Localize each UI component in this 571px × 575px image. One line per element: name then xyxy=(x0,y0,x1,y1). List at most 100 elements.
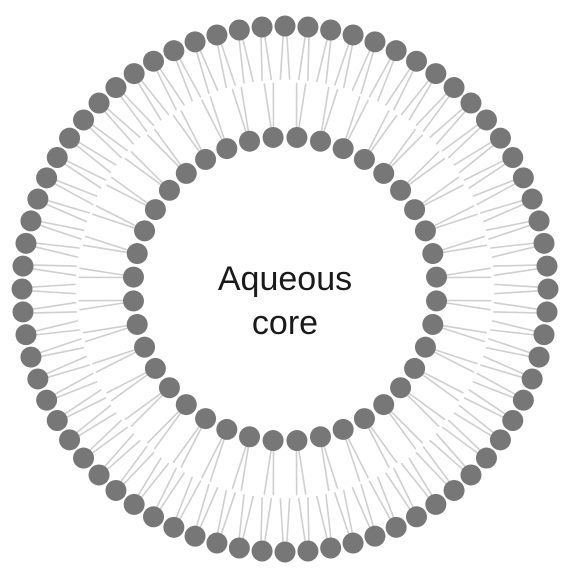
lipid-tail xyxy=(124,392,162,421)
lipid-tail xyxy=(175,476,193,518)
lipid-head xyxy=(414,336,436,358)
lipid-head xyxy=(27,188,49,210)
lipid-head xyxy=(390,179,412,201)
lipid-tail xyxy=(406,394,440,427)
lipid-tail xyxy=(66,160,107,181)
lipid-tail xyxy=(35,246,79,258)
lipid-head xyxy=(342,24,364,46)
lipid-head xyxy=(122,266,144,288)
lipid-tail xyxy=(400,80,430,116)
lipid-tail xyxy=(89,127,123,159)
lipid-tail xyxy=(479,364,523,378)
lipid-head xyxy=(373,162,395,184)
lipid-head xyxy=(126,313,148,335)
lipid-tail xyxy=(345,96,361,140)
aqueous-core-label-line2: core xyxy=(251,304,319,342)
lipid-head xyxy=(297,16,319,38)
lipid-head xyxy=(404,199,426,221)
lipid-tail xyxy=(260,36,263,82)
lipid-tail xyxy=(56,381,98,399)
lipid-tail xyxy=(485,220,530,231)
lipid-tail xyxy=(406,151,440,184)
lipid-head xyxy=(286,430,308,452)
lipid-head xyxy=(536,301,558,323)
lipid-tail xyxy=(95,351,137,373)
lipid-tail xyxy=(130,394,164,427)
lipid-tail xyxy=(377,60,395,102)
lipid-tail xyxy=(442,244,488,254)
lipid-head xyxy=(406,506,427,528)
lipid-tail xyxy=(297,497,306,542)
lipid-head xyxy=(11,278,33,300)
lipid-head xyxy=(46,410,68,431)
lipid-head xyxy=(320,19,342,41)
lipid-tail xyxy=(32,301,77,310)
lipid-tail xyxy=(264,497,273,542)
lipid-head xyxy=(320,537,342,559)
lipid-head xyxy=(353,408,375,430)
lipid-tail xyxy=(47,364,91,378)
lipid-head xyxy=(239,426,261,448)
lipid-tail xyxy=(388,412,417,450)
lipid-tail xyxy=(123,93,155,127)
lipid-tail xyxy=(390,134,423,168)
lipid-tail xyxy=(175,60,193,102)
lipid-tail xyxy=(368,480,391,520)
lipid-tail xyxy=(263,83,272,128)
lipid-tail xyxy=(46,203,87,223)
lipid-tail xyxy=(32,264,78,267)
lipid-tail xyxy=(199,487,219,528)
lipid-head xyxy=(422,243,444,265)
lipid-head xyxy=(533,232,555,254)
lipid-head xyxy=(184,525,206,547)
lipid-tail xyxy=(434,213,478,229)
lipid-head xyxy=(385,40,407,62)
lipid-tail xyxy=(172,114,200,152)
lipid-tail xyxy=(422,446,450,482)
lipid-head xyxy=(528,346,550,368)
lipid-tail xyxy=(370,426,398,464)
lipid-tail xyxy=(476,183,516,206)
lipid-tail xyxy=(351,487,371,528)
lipid-head xyxy=(36,167,58,189)
lipid-tail xyxy=(320,86,330,132)
lipid-tail xyxy=(442,324,488,334)
lipid-tail xyxy=(201,437,223,479)
lipid-tail xyxy=(240,86,250,132)
lipid-tail xyxy=(423,372,464,394)
lipid-head xyxy=(297,540,319,562)
lipid-tail xyxy=(286,35,291,80)
lipid-head xyxy=(27,368,49,390)
lipid-tail xyxy=(46,355,87,375)
lipid-tail xyxy=(31,283,76,288)
lipid-tail xyxy=(368,110,390,151)
lipid-head xyxy=(123,493,145,515)
lipid-tail xyxy=(47,200,91,214)
lipid-head xyxy=(12,301,34,323)
lipid-tail xyxy=(120,446,148,482)
lipid-tail xyxy=(483,203,524,223)
lipid-tail xyxy=(78,141,117,166)
lipid-head xyxy=(228,19,250,41)
lipid-head xyxy=(332,418,354,440)
lipid-tail xyxy=(104,433,135,467)
lipid-tail xyxy=(31,290,76,295)
lipid-tail xyxy=(201,99,223,141)
lipid-tail xyxy=(307,36,310,82)
lipid-tail xyxy=(123,451,155,485)
lipid-tail xyxy=(92,426,128,454)
lipid-tail xyxy=(347,99,369,141)
lipid-head xyxy=(158,179,180,201)
lipid-head xyxy=(406,50,427,72)
lipid-tail xyxy=(264,36,273,81)
lipid-head xyxy=(536,255,558,277)
lipid-head xyxy=(59,429,81,451)
lipid-tail xyxy=(435,433,466,467)
lipid-tail xyxy=(209,96,225,140)
lipid-tail xyxy=(490,242,535,249)
lipid-head xyxy=(460,92,482,114)
lipid-head xyxy=(425,493,447,515)
lipid-tail xyxy=(242,39,254,83)
lipid-tail xyxy=(360,483,374,527)
lipid-head xyxy=(342,532,364,554)
